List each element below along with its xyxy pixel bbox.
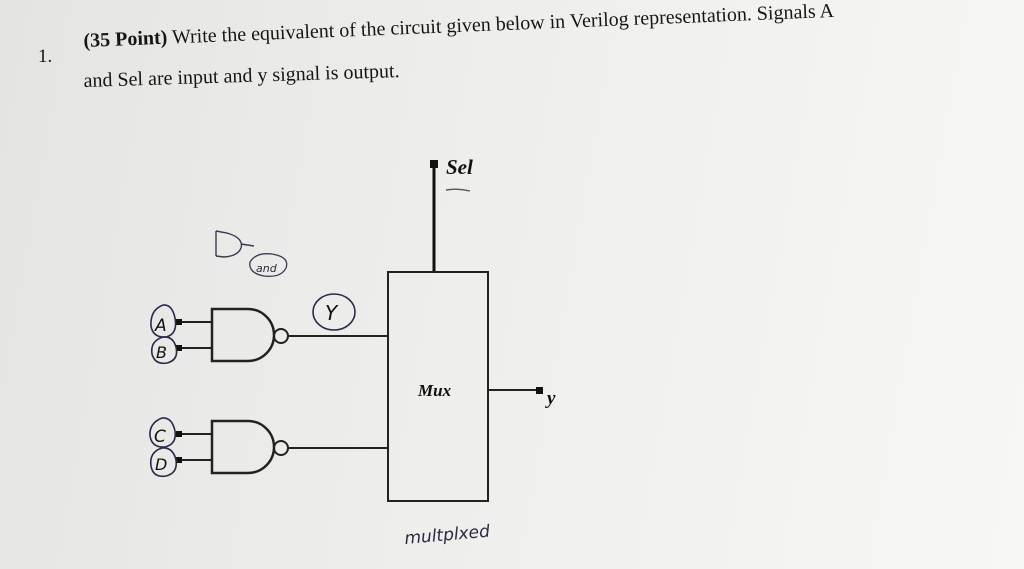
input-b-label: B: [150, 336, 178, 365]
circled-output-annotation: Y: [312, 293, 356, 331]
input-c-terminal: [176, 431, 182, 437]
hand-gate-sketch: [215, 230, 255, 258]
input-c-label: C: [149, 417, 177, 448]
input-a-label: A: [150, 304, 177, 338]
mux-label: Mux: [417, 381, 452, 400]
output-terminal: [536, 387, 543, 394]
sel-label: Sel: [446, 155, 473, 179]
input-b-terminal: [176, 345, 182, 351]
gate-note-annotation: and: [249, 253, 288, 277]
input-d-label: D: [149, 447, 178, 478]
bottom-note-annotation: multplxed: [404, 522, 491, 549]
output-label: y: [545, 388, 556, 409]
nand-gate-1: [210, 307, 276, 363]
question-number: 1.: [38, 46, 53, 67]
nand-gate-2: [210, 419, 276, 475]
svg-text:D: D: [155, 455, 167, 474]
mux-box: [387, 271, 489, 502]
svg-text:A: A: [154, 316, 167, 336]
sel-terminal: [430, 160, 438, 168]
input-a-terminal: [176, 319, 182, 325]
svg-text:Y: Y: [325, 301, 339, 325]
nand-gate-1-bubble: [273, 328, 289, 344]
svg-text:and: and: [256, 262, 278, 275]
input-d-terminal: [176, 457, 182, 463]
svg-text:B: B: [156, 343, 167, 362]
nand-gate-2-bubble: [273, 440, 289, 456]
sel-underline-mark: [445, 188, 471, 192]
svg-text:C: C: [154, 427, 166, 447]
